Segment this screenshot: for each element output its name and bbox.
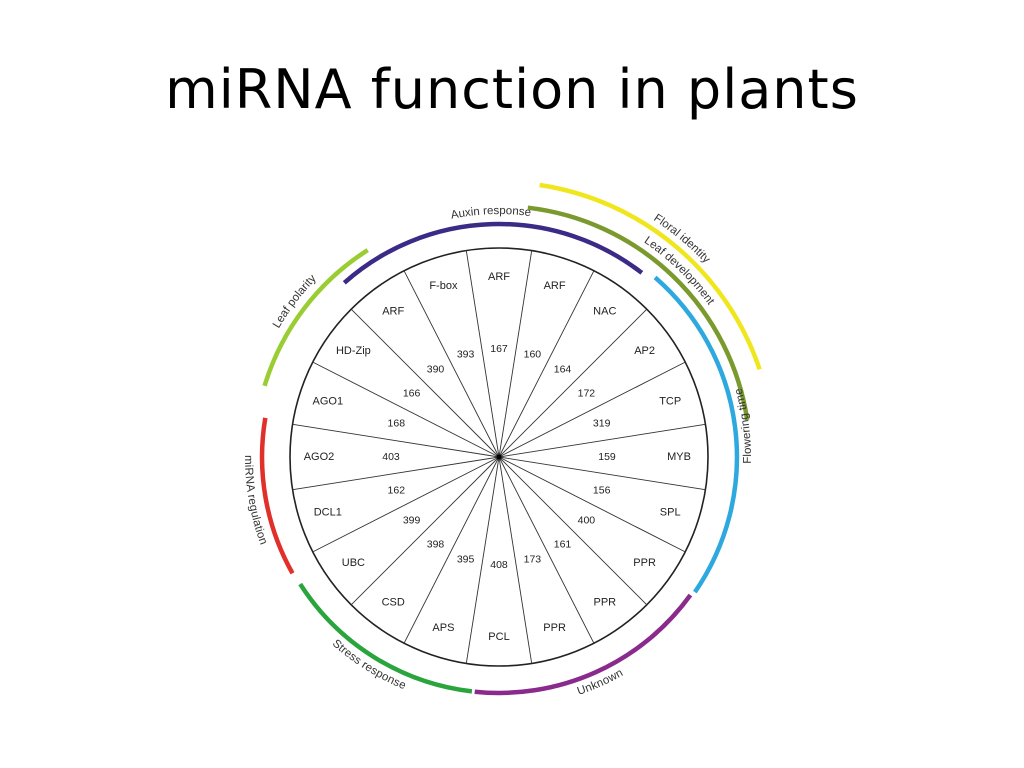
spoke-line (350, 308, 500, 458)
unknown-arc (474, 593, 693, 696)
spoke-line (292, 456, 500, 491)
gene-label: PPR (633, 557, 656, 569)
spoke-line (498, 308, 648, 458)
mirna-label: 162 (388, 484, 406, 496)
auxin-response-label-text: Auxin response (450, 205, 532, 222)
mirna-label: 393 (457, 348, 475, 360)
spoke-line (498, 456, 648, 606)
mirna-label: 161 (554, 538, 572, 550)
spoke-line (403, 456, 500, 644)
mirna-label: 172 (578, 388, 596, 400)
spoke-line (498, 456, 706, 491)
mirna-label: 395 (457, 554, 475, 566)
mirna-label: 319 (593, 418, 611, 430)
gene-label: PCL (488, 631, 509, 643)
mirna-label: 159 (598, 451, 616, 463)
leaf-development-label: Leaf development (642, 235, 717, 308)
flowering-time-arc (653, 275, 740, 594)
gene-label: DCL1 (314, 507, 342, 519)
spoke-line (498, 423, 706, 458)
gene-label: PPR (543, 622, 566, 634)
mirna-label: 166 (403, 388, 421, 400)
spoke-line (403, 270, 500, 458)
gene-label: F-box (429, 280, 458, 292)
mirna-label: 156 (593, 484, 611, 496)
spoke-line (312, 361, 500, 458)
gene-label: ARF (544, 280, 566, 292)
mirna-label: 400 (578, 515, 596, 527)
spoke-line (465, 250, 500, 458)
stress-response-label-text: Stress response (330, 638, 408, 693)
mirna-regulation-arc (259, 417, 295, 575)
spoke-line (498, 456, 533, 664)
gene-label: ARF (488, 271, 510, 283)
spoke-line (498, 361, 686, 458)
spoke-line (465, 456, 500, 664)
gene-label: ARF (382, 305, 404, 317)
mirna-label: 164 (554, 364, 572, 376)
stress-response-arc (298, 582, 473, 694)
spoke-line (292, 423, 500, 458)
gene-label: NAC (593, 305, 616, 317)
mirna-label: 403 (382, 451, 400, 463)
wheel-center (496, 454, 502, 460)
mirna-label: 168 (388, 418, 406, 430)
leaf-development-arc (527, 205, 750, 421)
wheel-outline (289, 247, 709, 667)
spoke-line (312, 456, 500, 553)
spoke-line (350, 456, 500, 606)
gene-label: APS (432, 622, 454, 634)
floral-identity-arc (539, 182, 762, 371)
spoke-line (498, 270, 595, 458)
gene-label: MYB (667, 451, 691, 463)
spoke-line (498, 250, 533, 458)
auxin-response-label: Auxin response (450, 205, 532, 222)
mirna-label: 399 (403, 515, 421, 527)
mirna-label: 398 (427, 538, 445, 550)
leaf-polarity-arc (262, 248, 369, 387)
gene-label: PPR (593, 597, 616, 609)
gene-label: TCP (659, 395, 681, 407)
gene-label: CSD (382, 597, 405, 609)
gene-label: SPL (660, 507, 681, 519)
gene-label: HD-Zip (336, 345, 371, 357)
mirna-label: 173 (524, 554, 542, 566)
gene-label: AGO2 (304, 451, 335, 463)
gene-label: AGO1 (313, 395, 344, 407)
slide-title: miRNA function in plants (165, 58, 859, 121)
mirna-label: 167 (490, 343, 508, 355)
mirna-label: 408 (490, 559, 508, 571)
mirna-label: 390 (427, 364, 445, 376)
leaf-development-label-text: Leaf development (642, 235, 717, 308)
spoke-line (498, 456, 595, 644)
gene-label: AP2 (634, 345, 655, 357)
stress-response-label: Stress response (330, 638, 408, 693)
spoke-line (498, 456, 686, 553)
mirna-label: 160 (524, 348, 542, 360)
auxin-response-arc (342, 221, 644, 285)
gene-label: UBC (342, 557, 365, 569)
